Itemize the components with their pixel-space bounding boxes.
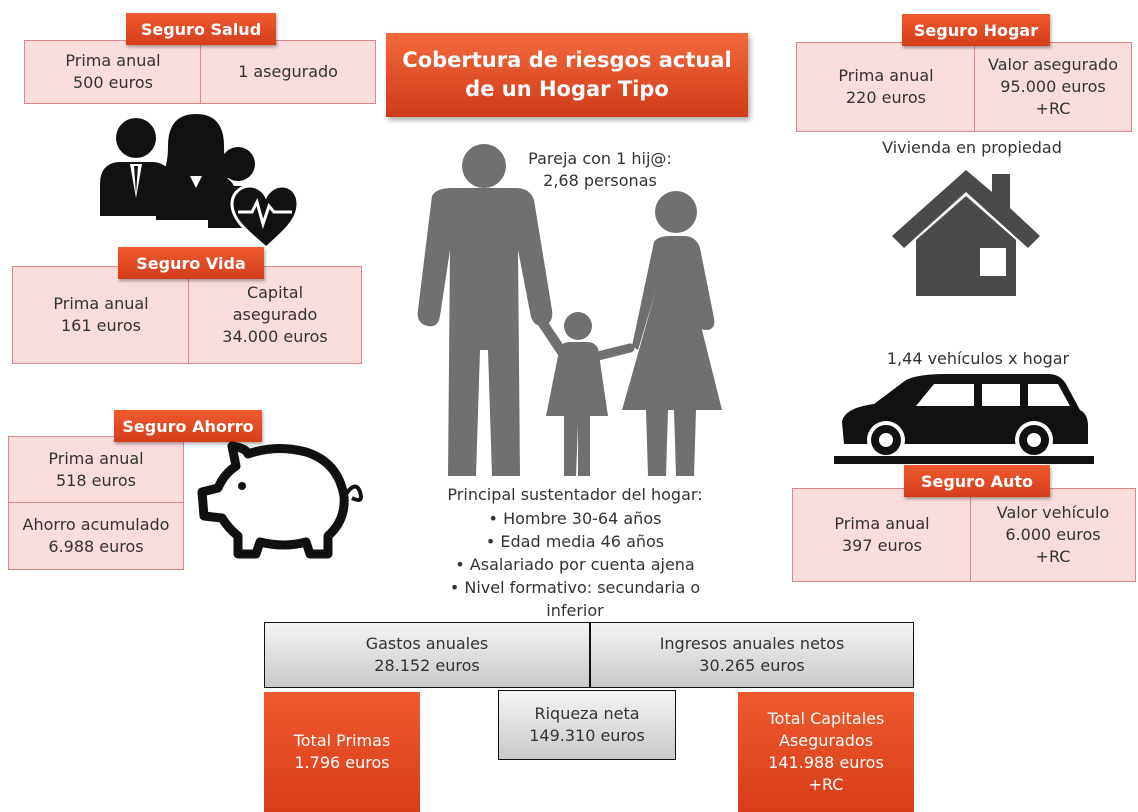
house-icon <box>888 164 1044 300</box>
vida-prima-cell: Prima anual 161 euros <box>12 266 190 364</box>
hogar-prima-cell: Prima anual 220 euros <box>796 42 976 132</box>
sustentador-heading: Principal sustentador del hogar: <box>447 485 703 504</box>
piggy-bank-icon <box>188 436 368 566</box>
sustentador-item: Nivel formativo: secundaria o inferior <box>420 576 730 622</box>
riqueza-box: Riqueza neta 149.310 euros <box>498 690 676 760</box>
vida-tag: Seguro Vida <box>118 247 264 279</box>
auto-tag: Seguro Auto <box>904 465 1050 497</box>
ahorro-tag: Seguro Ahorro <box>114 410 262 442</box>
sustentador-item: Edad media 46 años <box>420 530 730 553</box>
car-icon <box>834 370 1094 466</box>
salud-prima-cell: Prima anual 500 euros <box>24 40 202 104</box>
hogar-valor-cell: Valor asegurado 95.000 euros +RC <box>974 42 1132 132</box>
ahorro-acumulado-cell: Ahorro acumulado 6.988 euros <box>8 502 184 570</box>
page-title: Cobertura de riesgos actual de un Hogar … <box>386 33 748 117</box>
sustentador-item: Hombre 30-64 años <box>420 507 730 530</box>
sustentador-list: Hombre 30-64 años Edad media 46 años Asa… <box>420 507 730 622</box>
hogar-tag: Seguro Hogar <box>902 14 1050 46</box>
gastos-box: Gastos anuales 28.152 euros <box>264 622 590 688</box>
auto-prima-cell: Prima anual 397 euros <box>792 488 972 582</box>
sustentador-item: Asalariado por cuenta ajena <box>420 553 730 576</box>
family-icon <box>392 140 742 480</box>
total-capitales-box: Total Capitales Asegurados 141.988 euros… <box>738 692 914 812</box>
vehiculos-text: 1,44 vehículos x hogar <box>886 349 1070 368</box>
vida-capital-cell: Capital asegurado 34.000 euros <box>188 266 362 364</box>
people-heart-icon <box>98 108 298 250</box>
salud-tag: Seguro Salud <box>126 13 276 45</box>
pareja-text: Pareja con 1 hij@: 2,68 personas <box>528 149 672 190</box>
vivienda-text: Vivienda en propiedad <box>882 138 1062 157</box>
ingresos-box: Ingresos anuales netos 30.265 euros <box>590 622 914 688</box>
auto-valor-cell: Valor vehículo 6.000 euros +RC <box>970 488 1136 582</box>
salud-asegurado-cell: 1 asegurado <box>200 40 376 104</box>
total-primas-box: Total Primas 1.796 euros <box>264 692 420 812</box>
ahorro-prima-cell: Prima anual 518 euros <box>8 436 184 504</box>
